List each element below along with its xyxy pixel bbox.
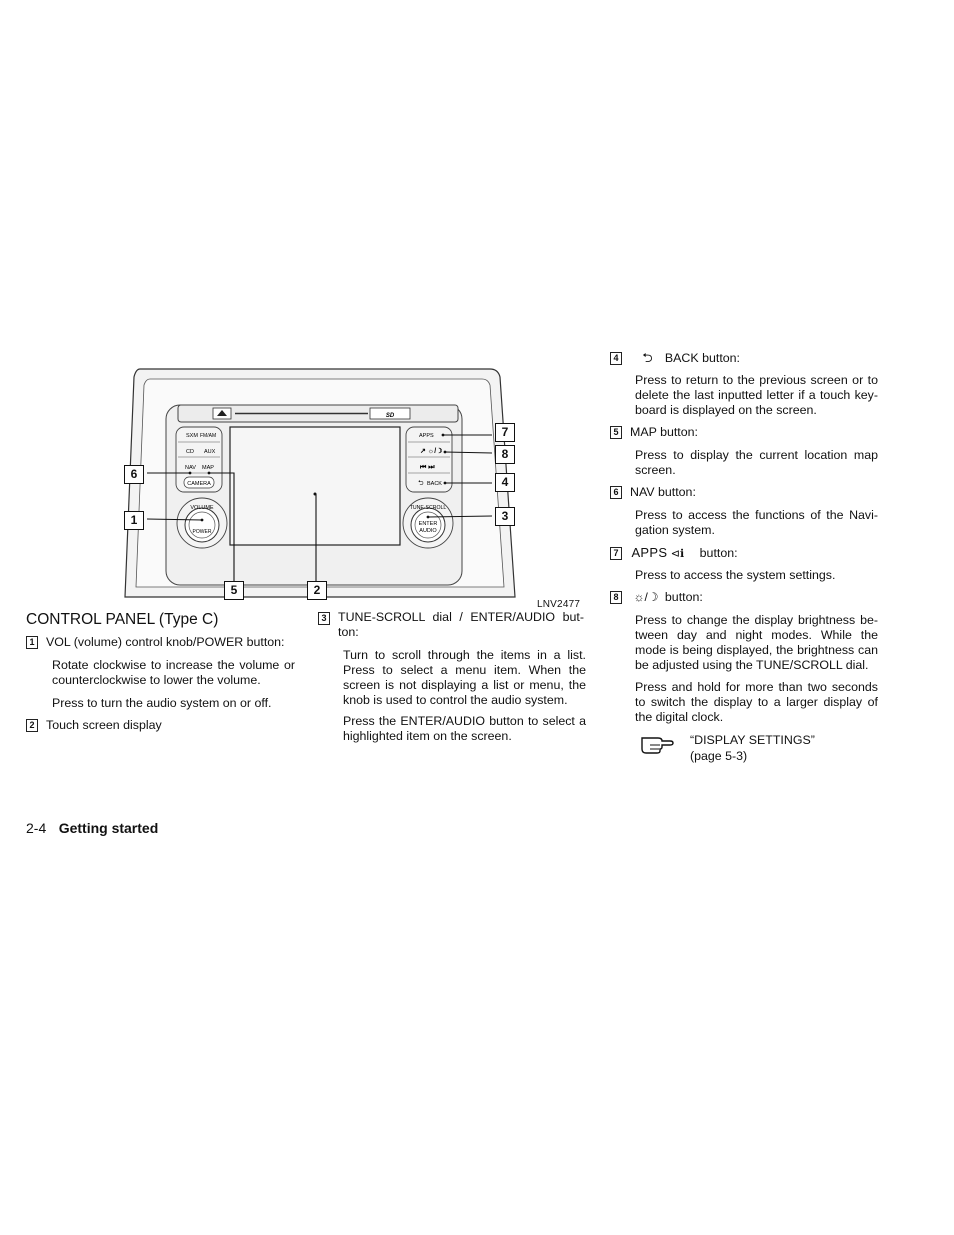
reference-block: “DISPLAY SETTINGS” (page 5-3) <box>640 730 880 770</box>
item-8-heading: 8 ☼/☽ button: <box>610 590 703 605</box>
chapter-title: Getting started <box>58 820 159 836</box>
svg-text:NAV: NAV <box>185 465 196 471</box>
item-1-paragraph-2: Press to turn the audio system on or off… <box>52 696 272 710</box>
item-4-paragraph: Press to return to the previous screen o… <box>635 373 878 417</box>
item-5-paragraph: Press to display the current location ma… <box>635 448 878 477</box>
item-8-paragraph-1: Press to change the display brightness b… <box>635 613 878 672</box>
item-number-7: 7 <box>610 547 622 560</box>
apps-icon: APPS <box>631 545 668 560</box>
svg-text:FM/AM: FM/AM <box>200 433 216 439</box>
item-number-1: 1 <box>26 636 38 649</box>
callout-5: 5 <box>224 581 244 600</box>
back-arrow-icon: ⮌ <box>642 350 653 365</box>
item-number-4: 4 <box>610 352 622 365</box>
item-6-paragraph: Press to access the functions of the Nav… <box>635 508 878 537</box>
item-7-heading: 7 APPS ⊲ℹ button: <box>610 545 738 562</box>
svg-text:↗ ☼/☽: ↗ ☼/☽ <box>420 447 442 455</box>
item-7-paragraph: Press to access the system settings. <box>635 568 836 582</box>
item-number-5: 5 <box>610 426 622 439</box>
callout-4: 4 <box>495 473 515 492</box>
pointing-hand-icon <box>641 737 674 754</box>
callout-6: 6 <box>124 465 144 484</box>
svg-text:BACK: BACK <box>427 481 442 487</box>
item-4-heading: 4 ⮌ BACK button: <box>610 350 740 366</box>
page-footer: 2-4 Getting started <box>26 820 158 838</box>
day-night-icon: ☼/☽ <box>633 590 659 604</box>
section-title: CONTROL PANEL (Type C) <box>26 611 219 628</box>
callout-1: 1 <box>124 511 144 530</box>
item-number-2: 2 <box>26 719 38 732</box>
svg-text:SXM: SXM <box>186 433 198 439</box>
callout-8: 8 <box>495 445 515 464</box>
svg-text:CD: CD <box>186 449 194 455</box>
item-number-6: 6 <box>610 486 622 499</box>
item-3-paragraph-2: Press the ENTER/AUDIO button to select a… <box>343 714 586 743</box>
item-3-heading: 3 TUNE-SCROLL dial / ENTER/AUDIO but-ton… <box>318 610 588 640</box>
item-number-3: 3 <box>318 612 330 625</box>
svg-text:VOLUME: VOLUME <box>190 505 214 511</box>
svg-text:AUDIO: AUDIO <box>419 528 437 534</box>
figure-code: LNV2477 <box>537 599 581 610</box>
camera-button[interactable] <box>183 476 215 489</box>
svg-text:ENTER: ENTER <box>419 521 438 527</box>
svg-text:⮌: ⮌ <box>418 479 424 487</box>
svg-text:POWER: POWER <box>193 529 212 535</box>
svg-text:MAP: MAP <box>202 465 214 471</box>
reference-page[interactable]: (page 5-3) <box>690 749 748 763</box>
page-number: 2-4 <box>26 820 47 836</box>
callout-3: 3 <box>495 507 515 526</box>
svg-text:⏮ ⏭: ⏮ ⏭ <box>420 464 435 471</box>
control-panel-illustration: SD SXM FM/AM CD AUX NAV MAP CAMERA VOLUM… <box>124 368 516 598</box>
callout-2: 2 <box>307 581 327 600</box>
svg-text:TUNE·SCROLL: TUNE·SCROLL <box>410 505 447 511</box>
item-1-paragraph-1: Rotate clockwise to increase the volume … <box>52 658 295 687</box>
item-3-paragraph-1: Turn to scroll through the items in a li… <box>343 648 586 707</box>
item-number-8: 8 <box>610 591 622 604</box>
item-8-paragraph-2: Press and hold for more than two seconds… <box>635 680 878 724</box>
sd-slot-label: SD <box>386 413 395 419</box>
touch-screen-display[interactable] <box>229 426 401 546</box>
svg-text:APPS: APPS <box>419 433 434 439</box>
control-panel-figure: SD SXM FM/AM CD AUX NAV MAP CAMERA VOLUM… <box>120 365 590 610</box>
reference-title[interactable]: “DISPLAY SETTINGS” <box>690 733 815 747</box>
svg-text:AUX: AUX <box>204 449 216 455</box>
callout-7: 7 <box>495 423 515 442</box>
svg-text:CAMERA: CAMERA <box>187 481 211 487</box>
apps-info-icon: ⊲ℹ <box>670 548 685 560</box>
